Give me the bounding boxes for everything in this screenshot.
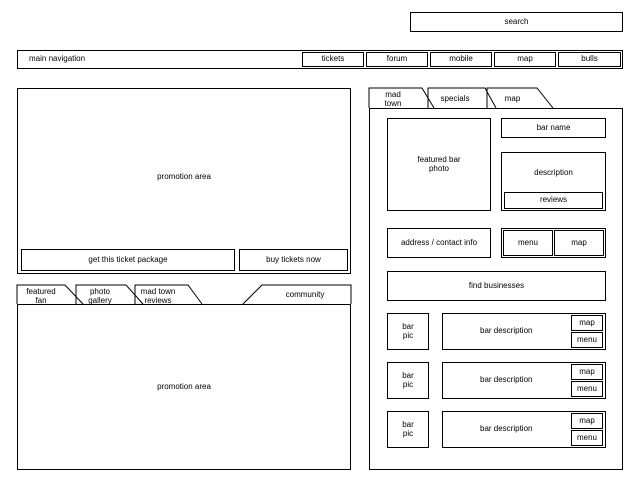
description-label: description — [534, 168, 573, 177]
bar-map-button[interactable]: map — [571, 364, 603, 380]
tab-mad-town-reviews[interactable]: mad town reviews — [140, 287, 176, 305]
nav-item-bulls[interactable]: bulls — [558, 52, 621, 67]
tab-featured-fan[interactable]: featured fan — [26, 287, 56, 305]
nav-item-tickets[interactable]: tickets — [302, 52, 364, 67]
bar-menu-button[interactable]: menu — [571, 381, 603, 397]
main-navigation-label: main navigation — [29, 54, 86, 64]
bar-description-label: bar description — [480, 326, 533, 336]
tab-photo-gallery[interactable]: photo gallery — [88, 287, 112, 305]
tab-specials[interactable]: specials — [440, 94, 470, 103]
promotion-area-bottom-label: promotion area — [157, 381, 211, 391]
address-contact-info[interactable]: address / contact info — [387, 228, 491, 258]
bar-name: bar name — [501, 118, 606, 138]
menu-button[interactable]: menu — [503, 230, 553, 256]
nav-item-map[interactable]: map — [494, 52, 556, 67]
get-ticket-package-button[interactable]: get this ticket package — [21, 249, 235, 271]
bar-description-label: bar description — [480, 424, 533, 434]
bar-map-button[interactable]: map — [571, 413, 603, 429]
bar-menu-button[interactable]: menu — [571, 430, 603, 446]
buy-tickets-now-button[interactable]: buy tickets now — [239, 249, 348, 271]
tab-map[interactable]: map — [504, 94, 521, 103]
promotion-area-bottom[interactable]: promotion area — [17, 304, 351, 470]
bar-map-button[interactable]: map — [571, 315, 603, 331]
search-input[interactable]: search — [410, 12, 623, 32]
bar-description-label: bar description — [480, 375, 533, 385]
find-businesses-button[interactable]: find businesses — [387, 271, 606, 301]
bar-pic[interactable]: bar pic — [387, 313, 429, 350]
promotion-area-top[interactable]: promotion area — [17, 88, 351, 274]
nav-item-forum[interactable]: forum — [366, 52, 428, 67]
tab-community[interactable]: community — [285, 290, 325, 299]
nav-item-mobile[interactable]: mobile — [430, 52, 492, 67]
featured-bar-photo[interactable]: featured bar photo — [387, 118, 491, 211]
reviews-button[interactable]: reviews — [504, 192, 603, 209]
map-button[interactable]: map — [554, 230, 604, 256]
bar-pic[interactable]: bar pic — [387, 362, 429, 399]
promotion-area-top-label: promotion area — [157, 171, 211, 181]
bar-pic[interactable]: bar pic — [387, 411, 429, 448]
bar-menu-button[interactable]: menu — [571, 332, 603, 348]
tab-mad-town[interactable]: mad town — [384, 90, 402, 108]
